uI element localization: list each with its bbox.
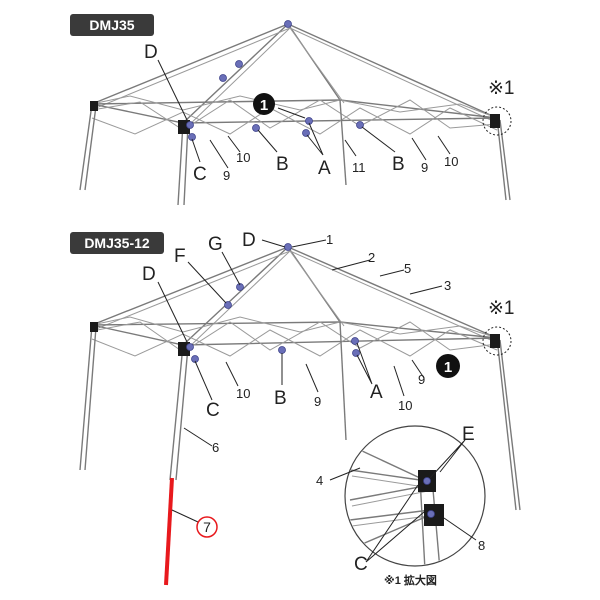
top-diagram: DMJ35 — [70, 14, 515, 206]
callouts-top: D C 9 10 B A 11 B 9 10 ※1 1 — [144, 42, 515, 185]
callout-c: C — [193, 164, 207, 185]
callout-9a: 9 — [314, 394, 321, 409]
callout-c: C — [206, 400, 220, 421]
callout-e: E — [462, 424, 475, 445]
model-tag-text: DMJ35 — [89, 17, 134, 33]
callout-3: 3 — [444, 278, 451, 293]
step-number-top: 1 — [260, 97, 268, 114]
model-tag-text: DMJ35-12 — [84, 235, 150, 251]
bottom-diagram: DMJ35-12 — [70, 230, 521, 586]
detail-caption: ※1 拡大図 — [384, 573, 437, 587]
leaders-detail — [329, 439, 477, 563]
callout-10b: 10 — [444, 154, 458, 169]
callout-10a: 10 — [236, 386, 250, 401]
model-tag-dmj35-12: DMJ35-12 — [70, 232, 164, 254]
detail-view: E 4 8 C ※1 拡大図 — [316, 424, 486, 587]
callout-d: D — [144, 42, 158, 63]
callout-d: D — [142, 264, 156, 285]
callout-2: 2 — [368, 250, 375, 265]
joints-top — [186, 20, 364, 141]
callout-a: A — [318, 158, 331, 179]
callout-c-detail: C — [354, 554, 368, 575]
model-tag-dmj35: DMJ35 — [70, 14, 154, 36]
callout-f: F — [174, 246, 186, 267]
callout-7-badge: 7 — [196, 516, 218, 538]
callout-7: 7 — [203, 519, 211, 535]
callout-10a: 10 — [236, 150, 250, 165]
callout-9a: 9 — [223, 168, 230, 183]
callout-g: G — [208, 234, 223, 255]
callout-9b: 9 — [421, 160, 428, 175]
callout-11: 11 — [352, 160, 366, 175]
callout-b2: B — [392, 154, 405, 175]
step-badge-bottom: 1 — [436, 354, 460, 378]
callout-1: 1 — [326, 232, 333, 247]
callouts-bottom: D 1 G F 2 5 3 D C 10 B 9 A 10 9 6 ※1 1 7 — [142, 230, 515, 538]
joints-bottom — [186, 243, 360, 363]
canopy-frame-bottom — [79, 246, 521, 586]
callout-d-top: D — [242, 230, 256, 251]
callout-4: 4 — [316, 473, 323, 488]
callout-8: 8 — [478, 538, 485, 553]
leaders-top — [157, 59, 451, 169]
callout-b: B — [274, 388, 287, 409]
callout-a: A — [370, 382, 383, 403]
note-marker-top: ※1 — [488, 78, 515, 99]
note-marker-bottom: ※1 — [488, 298, 515, 319]
step-number-bottom: 1 — [444, 359, 452, 376]
callout-10b: 10 — [398, 398, 412, 413]
callout-9b: 9 — [418, 372, 425, 387]
highlighted-leg — [164, 477, 174, 586]
callout-b1: B — [276, 154, 289, 175]
step-badge-top: 1 — [253, 93, 275, 115]
callout-6: 6 — [212, 440, 219, 455]
leaders-bottom — [157, 239, 443, 523]
detail-frame — [349, 449, 444, 565]
callout-5: 5 — [404, 261, 411, 276]
